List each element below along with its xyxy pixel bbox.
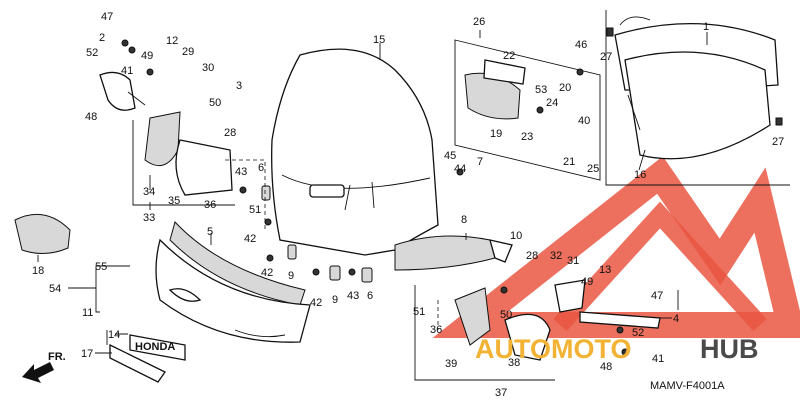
callout-37: 37	[495, 387, 507, 399]
callout-33: 33	[143, 212, 155, 224]
callout-55: 55	[95, 261, 107, 273]
part-windscreen-box	[605, 10, 790, 186]
callout-21: 21	[563, 156, 575, 168]
callout-28b: 28	[526, 250, 538, 262]
callout-36a: 36	[204, 199, 216, 211]
callout-43b: 43	[347, 290, 359, 302]
callout-22: 22	[503, 50, 515, 62]
watermark-logo	[432, 156, 800, 338]
callout-29: 29	[182, 46, 194, 58]
callout-51b: 51	[413, 306, 425, 318]
callout-49b: 49	[581, 276, 593, 288]
arrow-icon	[22, 362, 54, 383]
callout-10: 10	[510, 230, 522, 242]
front-direction-indicator: FR.	[22, 351, 66, 383]
callout-38: 38	[508, 357, 520, 369]
callout-34: 34	[143, 186, 155, 198]
callout-24: 24	[546, 97, 558, 109]
callout-42a: 42	[244, 233, 256, 245]
callout-13: 13	[599, 264, 611, 276]
callout-40: 40	[578, 115, 590, 127]
callout-26: 26	[473, 16, 485, 28]
part-duct	[14, 213, 71, 254]
part-right-bracket	[414, 279, 586, 381]
watermark-mountain-icon	[432, 156, 800, 338]
callout-30: 30	[202, 62, 214, 74]
callout-1: 1	[703, 21, 709, 33]
callout-47b: 47	[651, 290, 663, 302]
callout-28a: 28	[224, 127, 236, 139]
callout-41b: 41	[652, 353, 664, 365]
callout-6a: 6	[258, 162, 264, 174]
callout-3: 3	[236, 80, 242, 92]
callout-4: 4	[673, 313, 679, 325]
callout-6b: 6	[367, 290, 373, 302]
callout-9b: 9	[332, 294, 338, 306]
callout-17: 17	[81, 348, 93, 360]
callout-8: 8	[461, 214, 467, 226]
emblem-text: HONDA	[135, 341, 175, 353]
watermark-brand-text: AUTOMOTO HUB	[475, 334, 759, 364]
part-stay	[579, 311, 661, 329]
callout-36b: 36	[430, 324, 442, 336]
callout-43a: 43	[235, 166, 247, 178]
callout-44: 44	[454, 163, 466, 175]
callout-47a: 47	[101, 11, 113, 23]
callout-7: 7	[477, 156, 483, 168]
watermark-brand-part2: HUB	[700, 334, 759, 364]
callout-52a: 52	[86, 47, 98, 59]
callout-9a: 9	[288, 270, 294, 282]
fasteners	[121, 39, 629, 356]
callout-48b: 48	[600, 361, 612, 373]
callout-18: 18	[32, 265, 44, 277]
callout-53: 53	[535, 84, 547, 96]
callout-42b: 42	[261, 267, 273, 279]
callout-32: 32	[550, 250, 562, 262]
leader-lines	[37, 30, 708, 354]
callout-49a: 49	[141, 50, 153, 62]
part-emblem: HONDA	[109, 334, 186, 383]
callout-54: 54	[49, 283, 61, 295]
front-label: FR.	[48, 351, 66, 363]
callout-39: 39	[445, 358, 457, 370]
callout-14: 14	[108, 329, 120, 341]
callout-50b: 50	[500, 309, 512, 321]
callout-16: 16	[634, 169, 646, 181]
callout-46: 46	[575, 39, 587, 51]
callout-42c: 42	[310, 297, 322, 309]
part-lower-cowl	[394, 235, 513, 271]
callout-5: 5	[207, 226, 213, 238]
part-windscreen	[271, 48, 439, 256]
part-mirror	[99, 71, 146, 111]
callout-52b: 52	[632, 327, 644, 339]
callout-27a: 27	[772, 136, 784, 148]
part-left-bracket	[144, 111, 233, 196]
callout-12: 12	[166, 35, 178, 47]
callout-11: 11	[82, 307, 93, 319]
callout-48a: 48	[85, 111, 97, 123]
callout-27b: 27	[600, 51, 612, 63]
watermark-brand-part1: AUTOMOTO	[475, 334, 632, 364]
diagram-code: MAMV-F4001A	[650, 380, 725, 392]
part-right-box	[454, 39, 601, 181]
callout-15: 15	[373, 34, 385, 46]
callout-35: 35	[168, 195, 180, 207]
callout-2: 2	[99, 32, 105, 44]
part-front-fairing	[155, 221, 311, 343]
callout-31: 31	[567, 255, 579, 267]
callout-25: 25	[587, 163, 599, 175]
callout-45: 45	[444, 150, 456, 162]
callout-labels: 1 2 3 4 5 6 6 7 8 9 9 10 11 12 13 14 15 …	[32, 11, 784, 399]
callout-20: 20	[559, 82, 571, 94]
callout-23: 23	[521, 131, 533, 143]
callout-51a: 51	[249, 204, 261, 216]
callout-41a: 41	[121, 65, 133, 77]
callout-50a: 50	[209, 97, 221, 109]
callout-19: 19	[490, 128, 502, 140]
